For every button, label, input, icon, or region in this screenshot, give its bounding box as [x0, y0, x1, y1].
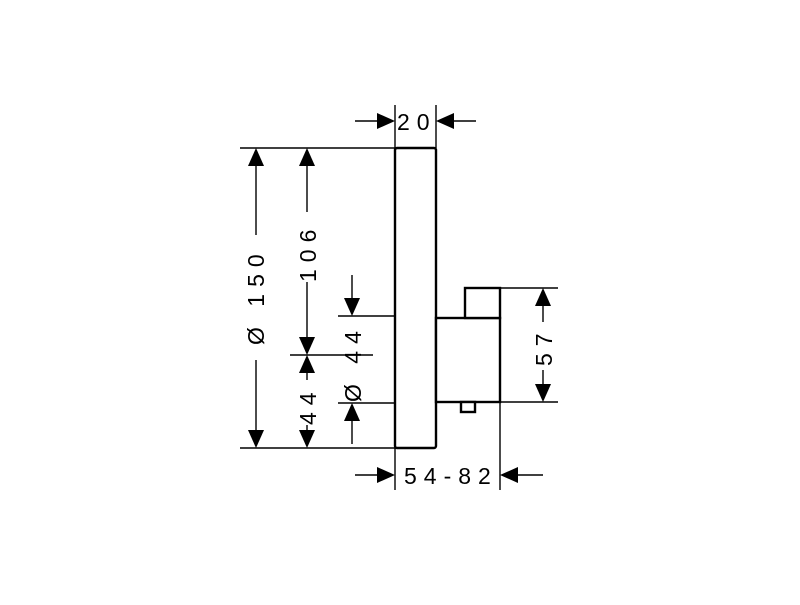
dim-lower-height [290, 354, 373, 448]
label-installation-depth: 54-82 [404, 463, 498, 489]
dim-inner-diameter [338, 275, 395, 444]
label-inner-diameter: Ø 44 [340, 324, 366, 402]
valve-body [434, 286, 502, 414]
dim-installation-depth [355, 402, 543, 490]
dim-plate-diameter [240, 147, 395, 449]
label-body-height: 57 [531, 326, 557, 366]
dim-body-height [500, 287, 558, 403]
label-upper-height: 106 [295, 223, 321, 282]
cover-plate [393, 146, 438, 450]
dim-plate-depth [355, 105, 476, 148]
dim-upper-height [299, 148, 315, 355]
label-lower-height: 44 [295, 385, 321, 425]
label-plate-depth: 20 [397, 109, 437, 135]
label-plate-diameter: Ø 150 [243, 247, 269, 345]
